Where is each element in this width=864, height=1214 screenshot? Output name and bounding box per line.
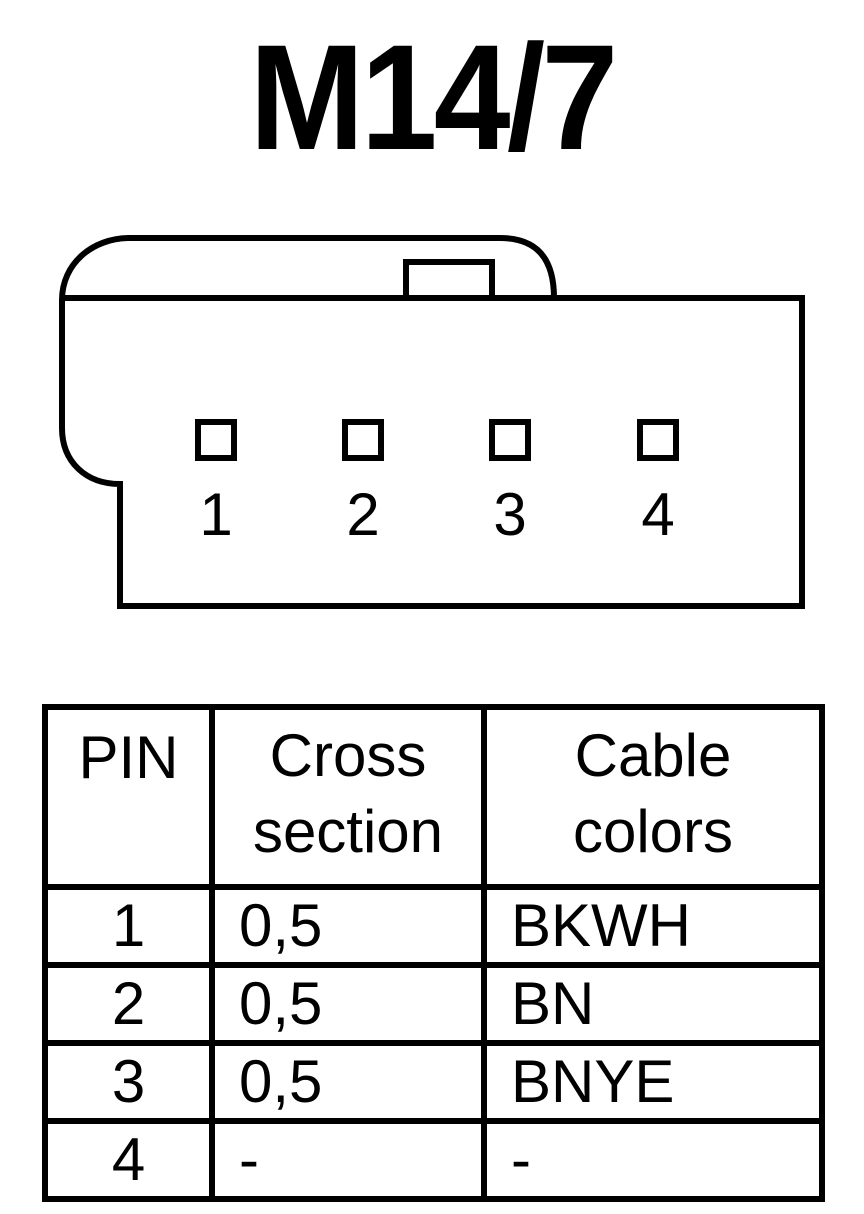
header-cable-colors: Cable colors: [481, 704, 825, 890]
pin-1-label: 1: [199, 481, 232, 548]
pin-3-contact: [489, 419, 531, 461]
header-cross-section: Cross section: [209, 704, 487, 890]
pin-2-label: 2: [346, 481, 379, 548]
connector-drawing: 1 2 3 4: [59, 235, 805, 609]
latch-tab: [403, 259, 495, 301]
pin-4-contact: [637, 419, 679, 461]
row-pin: 2: [42, 962, 215, 1046]
header-colors-line2: colors: [572, 798, 734, 865]
table-row: 3 0,5 BNYE: [42, 1040, 825, 1124]
row-cross-section: -: [209, 1118, 487, 1202]
header-colors-line1: Cable: [574, 722, 732, 789]
row-cable-color: -: [481, 1118, 825, 1202]
connector-title: M14/7: [249, 13, 618, 181]
table-row: 1 0,5 BKWH: [42, 884, 825, 968]
row-pin: 3: [42, 1040, 215, 1124]
row-cross-section: 0,5: [209, 962, 487, 1046]
pin-3-label: 3: [493, 481, 526, 548]
row-cross-section: 0,5: [209, 1040, 487, 1124]
pin-2-contact: [342, 419, 384, 461]
pin-assignment-table: PIN Cross section Cable colors 1 0,5 BKW…: [42, 704, 825, 1202]
connector-housing-outline: [59, 235, 805, 609]
row-cross-section: 0,5: [209, 884, 487, 968]
row-cable-color: BNYE: [481, 1040, 825, 1124]
row-cable-color: BN: [481, 962, 825, 1046]
pin-4-label: 4: [641, 481, 674, 548]
table-row: 2 0,5 BN: [42, 962, 825, 1046]
header-pin: PIN: [42, 704, 215, 890]
table-row: 4 - -: [42, 1118, 825, 1202]
row-cable-color: BKWH: [481, 884, 825, 968]
header-cross-line2: section: [252, 798, 444, 865]
header-cross-line1: Cross: [269, 722, 427, 789]
table-header-row: PIN Cross section Cable colors: [42, 704, 825, 890]
row-pin: 1: [42, 884, 215, 968]
pin-1-contact: [195, 419, 237, 461]
row-pin: 4: [42, 1118, 215, 1202]
